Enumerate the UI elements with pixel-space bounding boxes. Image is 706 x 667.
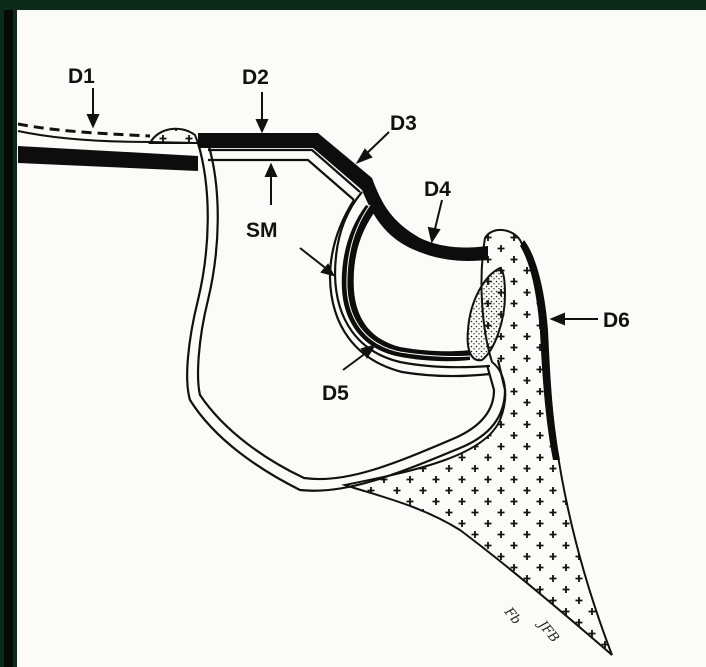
paper-background	[17, 10, 706, 667]
label-d4: D4	[424, 178, 451, 201]
label-d1: D1	[68, 65, 95, 88]
left-frame-inner	[4, 10, 13, 667]
label-d5: D5	[322, 382, 349, 405]
label-d6: D6	[603, 309, 630, 332]
label-sm: SM	[246, 219, 278, 242]
label-d2: D2	[242, 66, 269, 89]
label-d3: D3	[390, 112, 417, 135]
